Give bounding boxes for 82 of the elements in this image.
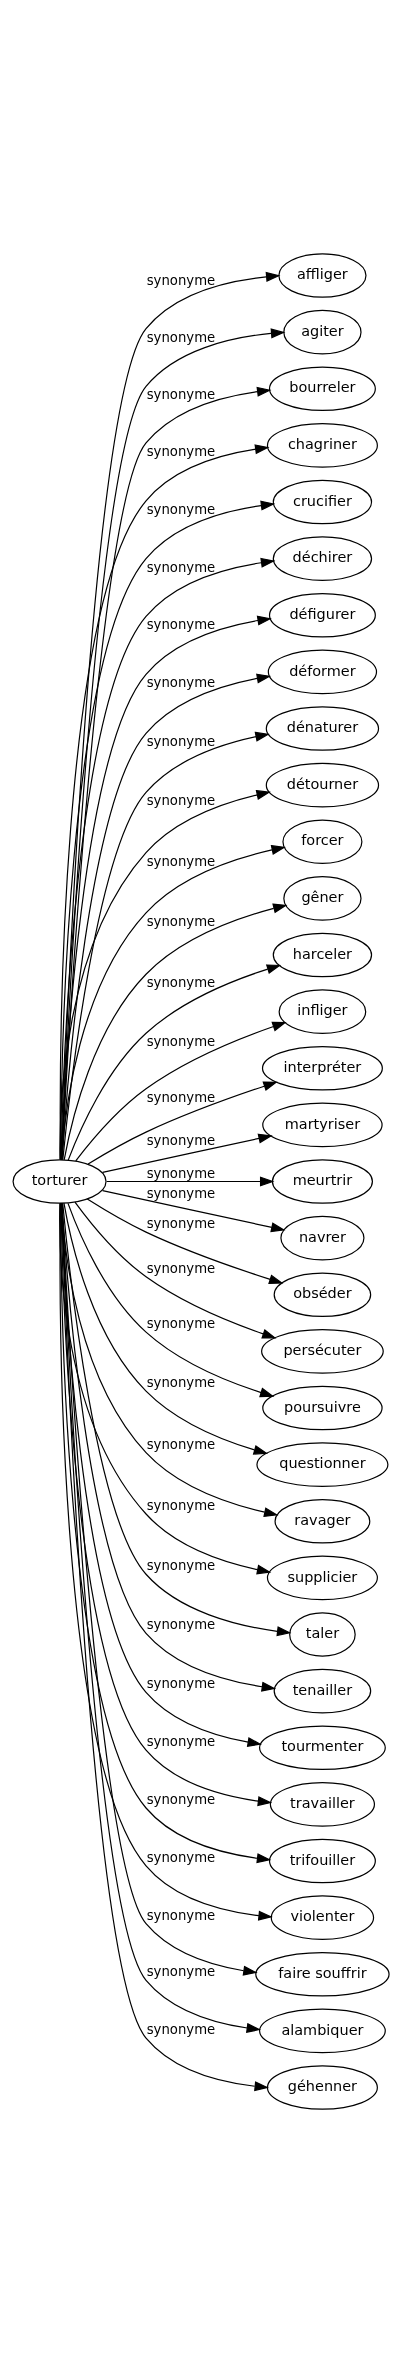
edge-label: synonyme: [146, 1316, 216, 1332]
node-ellipse: dénaturer: [265, 706, 380, 751]
arrow: [74, 1201, 277, 1339]
edge-label: synonyme: [146, 1734, 216, 1750]
edge-label: synonyme: [146, 675, 216, 691]
node-ellipse: chagriner: [266, 423, 378, 468]
edge-label: synonyme: [146, 1676, 216, 1692]
node-ellipse: faire souffrir: [255, 1951, 390, 1997]
edge-label: synonyme: [146, 1849, 216, 1865]
node-ellipse: infliger: [278, 989, 367, 1034]
arrow: [102, 1190, 286, 1233]
edge-label: synonyme: [146, 387, 216, 403]
node-ellipse: meurtrir: [271, 1159, 373, 1204]
arrow: [67, 1202, 275, 1398]
edge-label: synonyme: [146, 1964, 216, 1980]
node-ellipse: harceler: [272, 932, 373, 978]
arrow: [87, 1081, 278, 1165]
arrow: [61, 1202, 277, 1692]
node-ellipse: trifouiller: [268, 1838, 376, 1884]
node-ellipse: déchirer: [272, 536, 373, 581]
edge-label: synonyme: [146, 853, 216, 869]
edge-label: synonyme: [146, 1165, 216, 1181]
edge-label: synonyme: [146, 1375, 216, 1391]
edge-label: synonyme: [146, 617, 216, 633]
node-ellipse: agiter: [283, 309, 362, 355]
arrow: [59, 1202, 272, 1575]
node-ellipse: bourreler: [268, 366, 376, 412]
arrow: [67, 964, 282, 1161]
edge-label: synonyme: [146, 1436, 216, 1452]
edge-label: synonyme: [146, 272, 216, 288]
arrow: [102, 1133, 273, 1173]
node-ellipse: travailler: [269, 1782, 376, 1827]
edge-label: synonyme: [146, 329, 216, 345]
edge-label: synonyme: [146, 501, 216, 517]
arrow: [63, 903, 288, 1161]
edge-label: synonyme: [146, 1260, 216, 1276]
node-ellipse: détourner: [265, 762, 380, 808]
edge-label: synonyme: [146, 1216, 216, 1232]
edge-label: synonyme: [146, 1907, 216, 1923]
edge-label: synonyme: [146, 975, 216, 991]
node-ellipse: obséder: [273, 1272, 372, 1318]
node-ellipse: tourmenter: [259, 1725, 386, 1771]
edge-label: synonyme: [146, 443, 216, 459]
arrow: [61, 845, 286, 1161]
edge-label: synonyme: [146, 1089, 216, 1105]
node-ellipse: tenailler: [273, 1668, 372, 1714]
arrow: [62, 1202, 292, 1637]
edge-label: synonyme: [146, 1617, 216, 1633]
node-ellipse: géhenner: [266, 2065, 378, 2110]
edge-label: synonyme: [146, 734, 216, 750]
node-ellipse: navrer: [280, 1215, 365, 1261]
node-ellipse: déformer: [267, 649, 378, 695]
edge-label: synonyme: [146, 1498, 216, 1514]
node-ellipse: torturer: [12, 1159, 107, 1204]
edge-label: synonyme: [146, 1186, 216, 1202]
node-ellipse: affliger: [278, 253, 367, 298]
edge-label: synonyme: [146, 2022, 216, 2038]
arrow: [60, 1202, 279, 1518]
edge-label: synonyme: [146, 1034, 216, 1050]
arrow: [86, 1198, 284, 1285]
node-ellipse: violenter: [270, 1895, 375, 1940]
node-ellipse: ravager: [274, 1498, 371, 1544]
edge-label: synonyme: [146, 559, 216, 575]
edge-label: synonyme: [146, 913, 216, 929]
arrow: [63, 1202, 269, 1455]
node-ellipse: questionner: [256, 1442, 389, 1487]
node-ellipse: poursuivre: [262, 1385, 383, 1431]
node-ellipse: défigurer: [268, 592, 376, 638]
node-ellipse: alambiquer: [259, 2008, 386, 2054]
node-ellipse: supplicier: [266, 1555, 378, 1601]
node-ellipse: gêner: [283, 876, 362, 921]
node-ellipse: forcer: [282, 819, 363, 865]
arrow: [59, 790, 271, 1161]
arrow: [106, 1176, 275, 1187]
arrow: [75, 1021, 287, 1162]
edge-label: synonyme: [146, 1792, 216, 1808]
edge-label: synonyme: [146, 1133, 216, 1149]
edge-label: synonyme: [146, 793, 216, 809]
node-ellipse: taler: [289, 1612, 356, 1657]
node-ellipse: crucifier: [272, 479, 373, 525]
node-ellipse: martyriser: [262, 1102, 383, 1148]
edge-label: synonyme: [146, 1558, 216, 1574]
